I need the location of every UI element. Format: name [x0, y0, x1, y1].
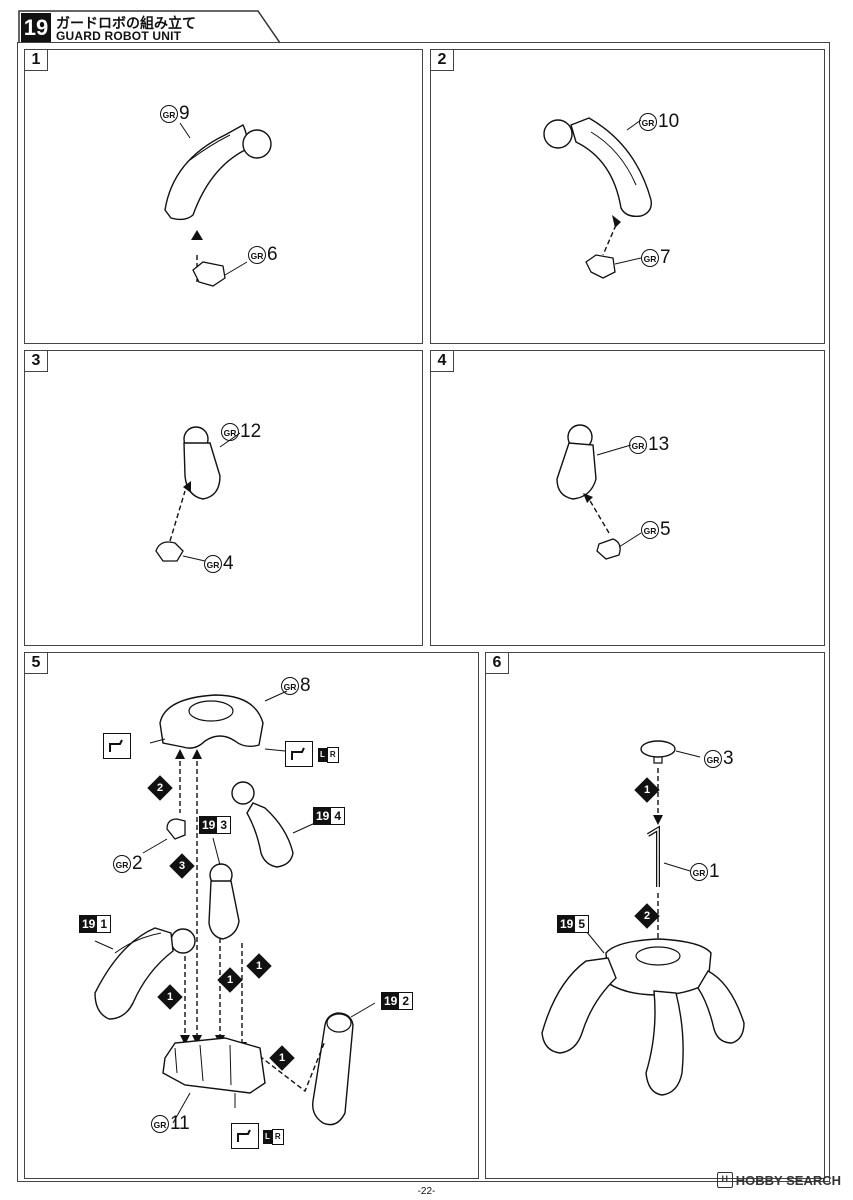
gr-runner-icon: GR: [704, 750, 722, 768]
gr-runner-icon: GR: [151, 1115, 169, 1133]
step-order-marker: 1: [269, 1045, 295, 1071]
gr-runner-icon: GR: [690, 863, 708, 881]
part-illustration: [543, 117, 652, 279]
gr-runner-icon: GR: [221, 423, 239, 441]
step-order-marker: 1: [634, 777, 660, 803]
panel-number: 2: [431, 50, 454, 71]
gr-runner-icon: GR: [204, 555, 222, 573]
gr-runner-icon: GR: [639, 113, 657, 131]
section-title-jp: ガードロボの組み立て: [56, 15, 196, 31]
step-order-marker: 2: [147, 775, 173, 801]
gr-runner-icon: GR: [160, 105, 178, 123]
cement-tool-icon: [231, 1123, 259, 1149]
gr-runner-icon: GR: [641, 249, 659, 267]
part-illustration: [155, 426, 241, 562]
step-order-marker: 1: [246, 953, 272, 979]
step-order-marker: 3: [169, 853, 195, 879]
cement-tool-icon: [285, 741, 313, 767]
panel-number: 6: [486, 653, 509, 674]
cement-tool-icon: [103, 733, 131, 759]
step-order-marker: 1: [217, 967, 243, 993]
panel-number: 5: [25, 653, 48, 674]
header-tab-shape: [18, 10, 280, 44]
gr-runner-icon: GR: [113, 855, 131, 873]
page-number: -22-: [417, 1186, 436, 1197]
section-number: 19: [21, 13, 51, 42]
panel-number: 3: [25, 351, 48, 372]
step-order-marker: 1: [157, 984, 183, 1010]
panel-number: 4: [431, 351, 454, 372]
part-illustration: [556, 424, 642, 560]
part-illustration: [541, 740, 745, 1096]
hobby-search-logo-icon: H: [716, 1172, 733, 1188]
instruction-frame: [17, 42, 830, 1182]
part-illustration: [164, 122, 272, 287]
section-header: 19 ガードロボの組み立て GUARD ROBOT UNIT: [18, 10, 280, 44]
step-order-marker: 2: [634, 903, 660, 929]
gr-runner-icon: GR: [629, 436, 647, 454]
step-panel-5: 5: [24, 652, 479, 1179]
section-title-en: GUARD ROBOT UNIT: [56, 29, 182, 43]
gr-runner-icon: GR: [248, 246, 266, 264]
gr-runner-icon: GR: [281, 677, 299, 695]
part-illustration: [94, 690, 376, 1126]
panel-number: 1: [25, 50, 48, 71]
gr-runner-icon: GR: [641, 521, 659, 539]
